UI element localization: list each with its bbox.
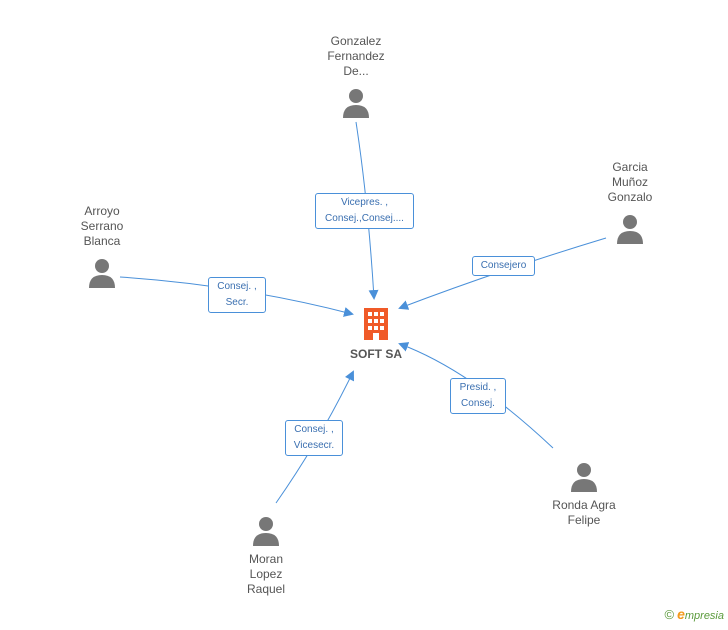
role-label-arroyo[interactable]: Consej. , Secr.: [208, 277, 266, 313]
person-name-line: Fernandez: [327, 49, 385, 63]
role-line: Consej. ,: [217, 281, 257, 292]
person-name-line: De...: [343, 64, 369, 78]
role-line: Presid. ,: [459, 382, 497, 393]
role-line: Vicesecr.: [293, 440, 335, 451]
empresia-brand[interactable]: ©empresia: [664, 606, 724, 622]
role-label-garcia[interactable]: Consejero: [472, 256, 535, 276]
person-moran[interactable]: Moran Lopez Raquel: [224, 516, 308, 597]
person-name-line: Ronda Agra: [552, 498, 616, 512]
person-name-line: Gonzalo: [607, 190, 653, 204]
role-line: Secr.: [225, 297, 249, 308]
person-icon: [253, 517, 279, 546]
role-line: Consejero: [480, 260, 527, 271]
person-name-line: Serrano: [80, 219, 124, 233]
person-name-line: Arroyo: [84, 204, 120, 218]
person-arroyo[interactable]: Arroyo Serrano Blanca: [60, 204, 144, 288]
person-name-line: Blanca: [83, 234, 121, 248]
person-ronda[interactable]: Ronda Agra Felipe: [542, 462, 626, 528]
role-line: Consej. ,: [294, 424, 334, 435]
role-line: Consej.: [461, 398, 495, 409]
role-label-ronda[interactable]: Presid. , Consej.: [450, 378, 506, 414]
person-name-line: Moran: [248, 552, 283, 566]
role-line: Consej.,Consej....: [325, 213, 404, 224]
person-name-line: Raquel: [246, 582, 286, 596]
copyright-icon: ©: [664, 607, 675, 622]
person-name-line: Muñoz: [611, 175, 649, 189]
person-name-line: Lopez: [249, 567, 283, 581]
building-icon: [364, 308, 388, 340]
role-label-gonzalez[interactable]: Vicepres. , Consej.,Consej....: [315, 193, 414, 229]
company-name: SOFT SA: [349, 347, 402, 361]
person-icon: [343, 89, 369, 118]
brand-text: mpresia: [684, 610, 724, 622]
person-icon: [89, 259, 115, 288]
person-icon: [617, 215, 643, 244]
company-node[interactable]: SOFT SA: [340, 306, 412, 361]
person-gonzalez[interactable]: Gonzalez Fernandez De...: [314, 34, 398, 118]
person-garcia[interactable]: Garcia Muñoz Gonzalo: [588, 160, 672, 244]
role-label-moran[interactable]: Consej. , Vicesecr.: [285, 420, 343, 456]
brand-e: e: [677, 606, 685, 622]
person-name-line: Garcia: [612, 160, 648, 174]
person-icon: [571, 463, 597, 492]
role-line: Vicepres. ,: [340, 197, 389, 208]
person-name-line: Gonzalez: [330, 34, 382, 48]
person-name-line: Felipe: [567, 513, 601, 527]
